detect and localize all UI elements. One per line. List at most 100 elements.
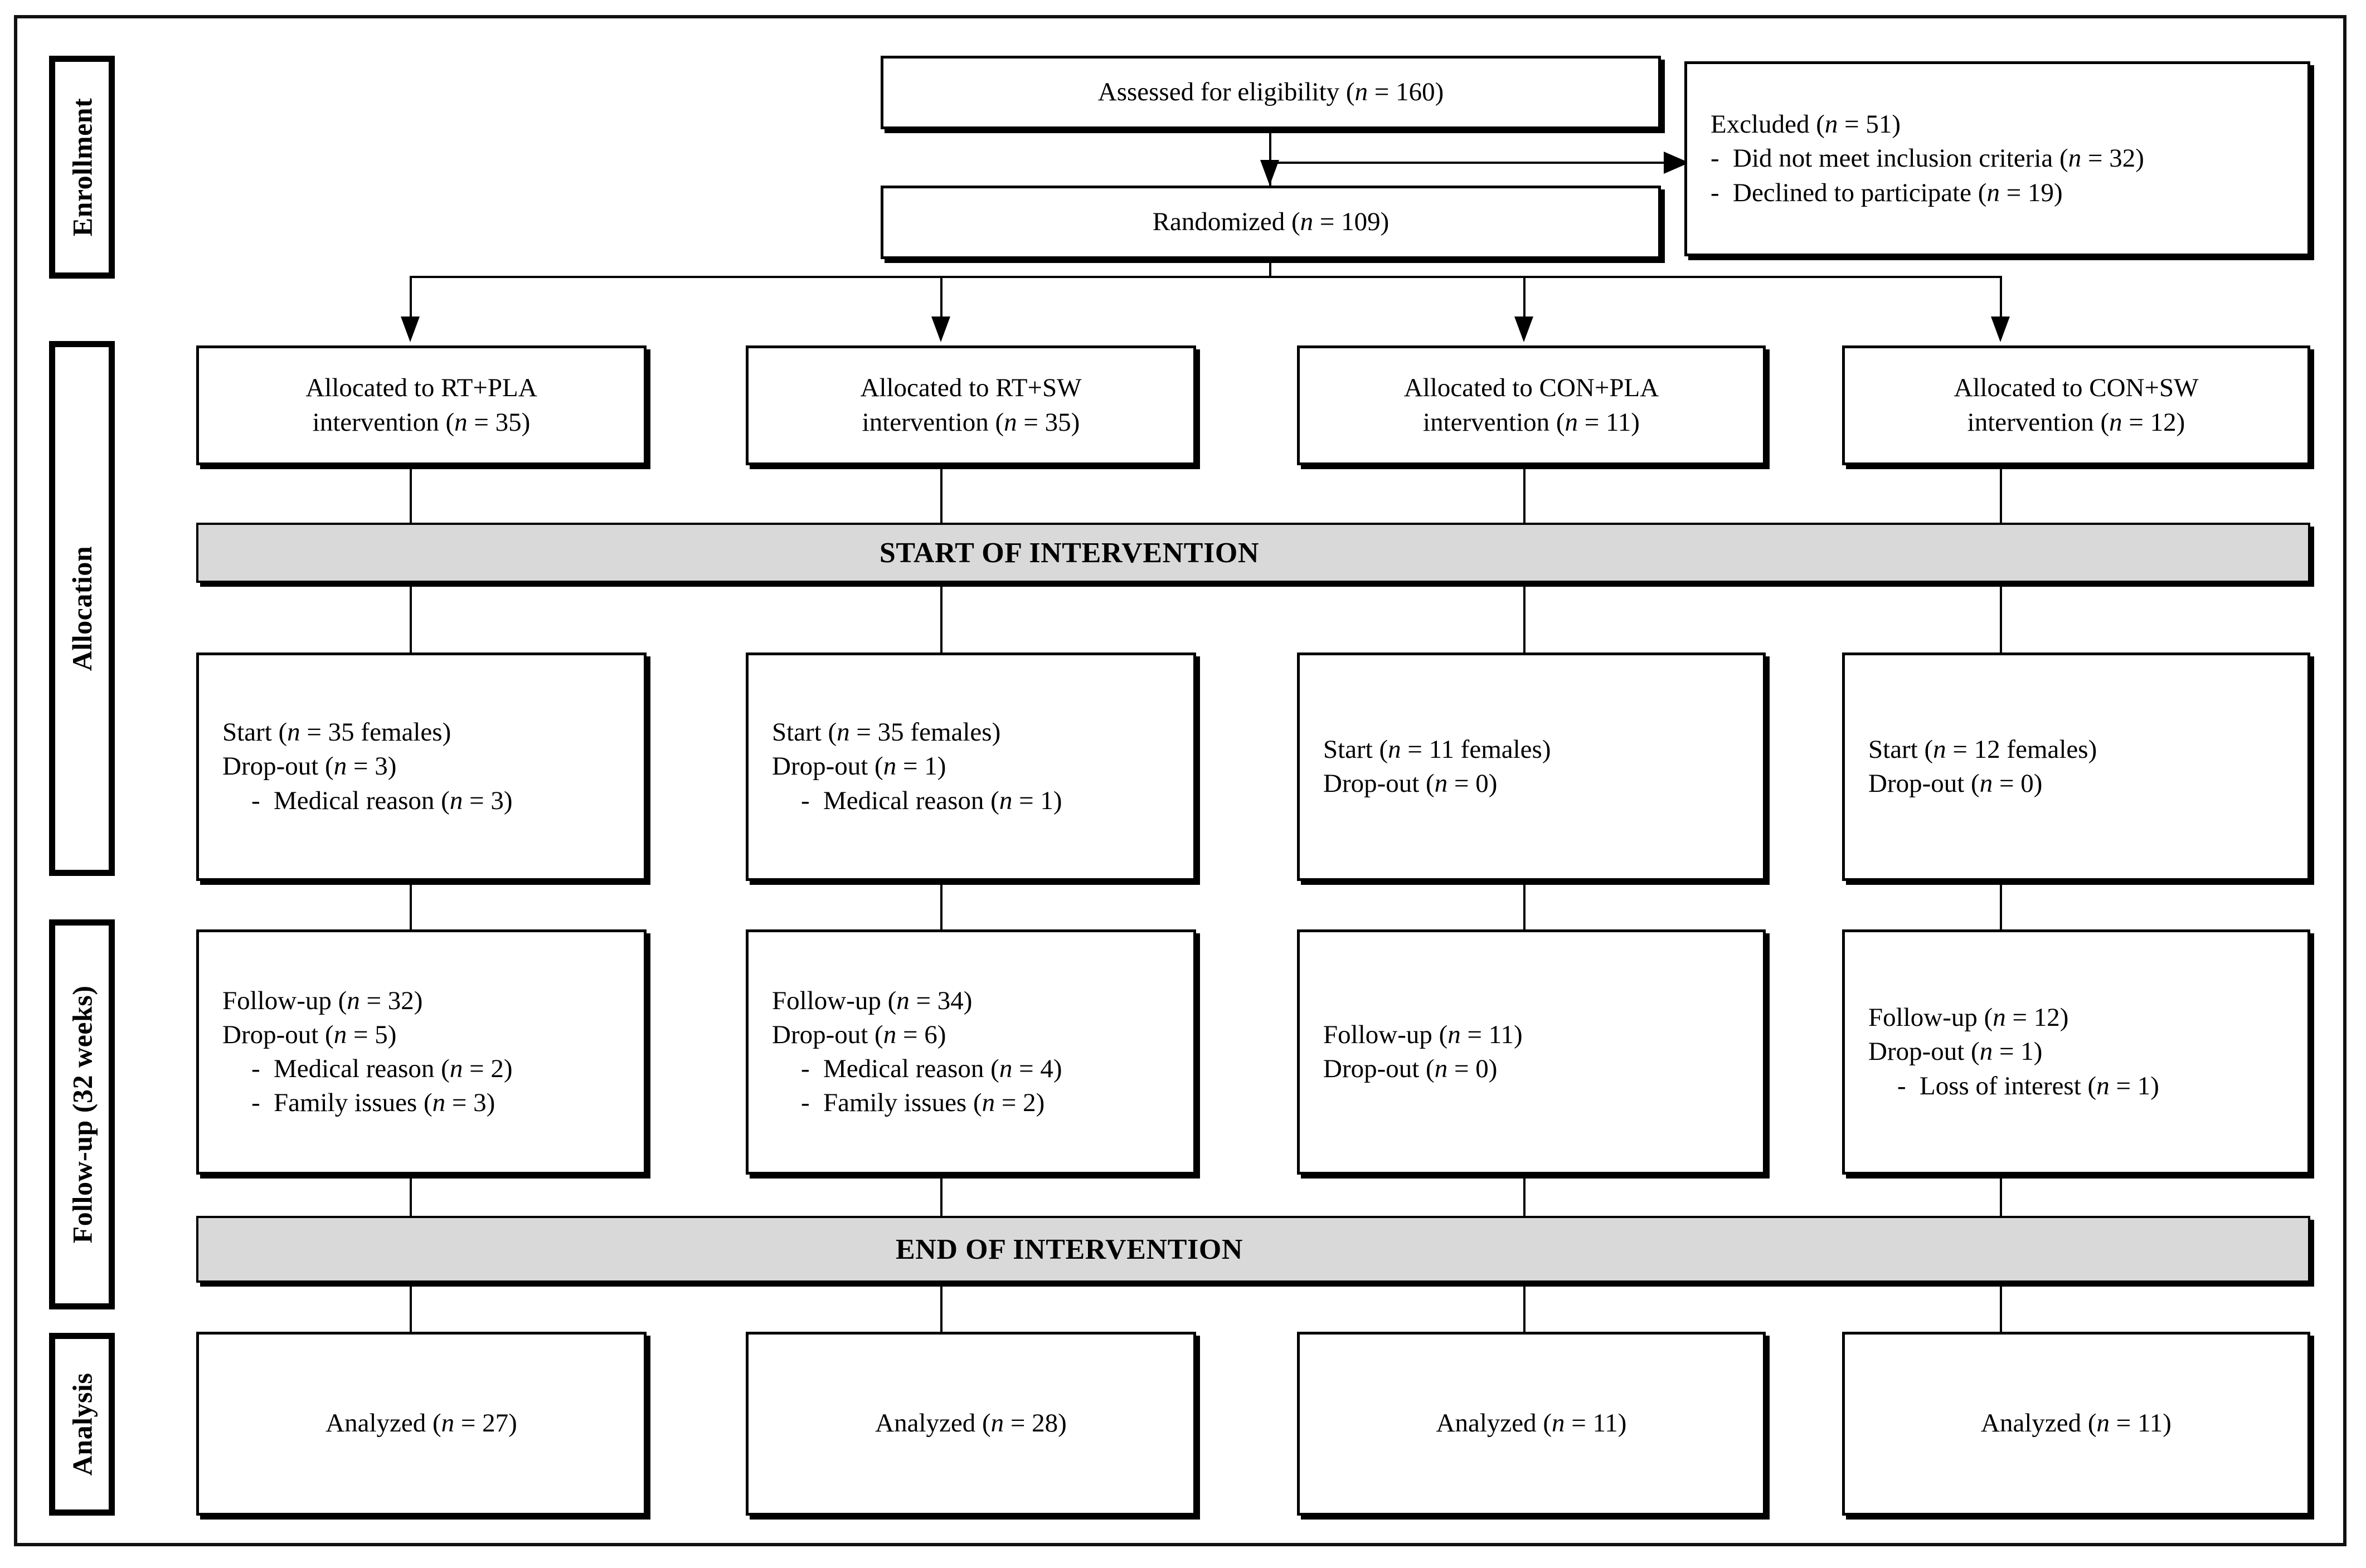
end-of-intervention-text: END OF INTERVENTION — [895, 1233, 1243, 1265]
phase-label-enrollment: Enrollment — [49, 56, 115, 279]
phase-label-analysis-text: Analysis — [66, 1372, 98, 1476]
followup-box-arm-2: Follow-up (n = 34) Drop-out (n = 6) -Med… — [746, 929, 1196, 1175]
start-of-intervention-banner: START OF INTERVENTION — [196, 523, 2310, 583]
start-dropout-arm-3: Drop-out (n = 0) — [1323, 769, 1498, 798]
connector-start-to-followup-arm-1 — [410, 881, 412, 929]
allocated-line-1-arm-1: Allocated to RT+PLA — [305, 373, 537, 403]
analyzed-box-arm-4: Analyzed (n = 11) — [1842, 1332, 2310, 1516]
start-count-arm-2: Start (n = 35 females) — [772, 718, 1001, 747]
followup-count-arm-3: Follow-up (n = 11) — [1323, 1020, 1523, 1049]
followup-count-arm-1: Follow-up (n = 32) — [222, 986, 423, 1015]
start-box-arm-4: Start (n = 12 females) Drop-out (n = 0) — [1842, 652, 2310, 881]
analyzed-box-arm-2: Analyzed (n = 28) — [746, 1332, 1196, 1516]
connector-arm-1-to-start-banner — [410, 465, 412, 524]
connector-allocation-bus — [410, 276, 2001, 278]
randomized-box: Randomized (n = 109) — [881, 186, 1661, 259]
allocated-box-arm-1: Allocated to RT+PLA intervention (n = 35… — [196, 345, 647, 465]
connector-start-banner-to-start-arm-4 — [2000, 583, 2002, 652]
phase-label-followup: Follow-up (32 weeks) — [49, 919, 115, 1309]
start-count-arm-3: Start (n = 11 females) — [1323, 734, 1551, 764]
randomized-text: Randomized (n = 109) — [1152, 207, 1390, 237]
connector-followup-to-end-banner-arm-1 — [410, 1175, 412, 1236]
excluded-reason-1: -Did not meet inclusion criteria (n = 32… — [1711, 144, 2144, 173]
phase-label-enrollment-text: Enrollment — [66, 98, 98, 237]
excluded-box: Excluded (n = 51) -Did not meet inclusio… — [1684, 61, 2310, 256]
start-dropout-arm-2: Drop-out (n = 1) — [772, 752, 946, 781]
excluded-reason-2: -Declined to participate (n = 19) — [1711, 178, 2063, 207]
phase-label-followup-text: Follow-up (32 weeks) — [66, 985, 98, 1244]
connector-end-banner-to-analyzed-arm-4 — [2000, 1283, 2002, 1332]
connector-bus-to-arm-4 — [2000, 276, 2002, 326]
start-dropout-reason-1-arm-2: -Medical reason (n = 1) — [801, 786, 1062, 815]
connector-bus-to-arm-1 — [410, 276, 412, 326]
connector-start-banner-to-start-arm-2 — [940, 583, 942, 652]
arrowhead-assessed-to-randomized — [1260, 160, 1279, 186]
allocated-line-2-arm-1: intervention (n = 35) — [312, 407, 531, 437]
connector-followup-to-end-banner-arm-4 — [2000, 1175, 2002, 1236]
allocated-line-1-arm-4: Allocated to CON+SW — [1954, 373, 2199, 403]
phase-label-allocation-text: Allocation — [66, 546, 98, 671]
connector-end-banner-to-analyzed-arm-3 — [1523, 1283, 1525, 1332]
followup-box-arm-4: Follow-up (n = 12) Drop-out (n = 1) -Los… — [1842, 929, 2310, 1175]
arrowhead-arm-3 — [1514, 316, 1533, 342]
assessed-for-eligibility-box: Assessed for eligibility (n = 160) — [881, 56, 1661, 129]
connector-start-to-followup-arm-3 — [1523, 881, 1525, 929]
connector-arm-4-to-start-banner — [2000, 465, 2002, 524]
followup-dropout-arm-3: Drop-out (n = 0) — [1323, 1054, 1498, 1083]
connector-end-banner-to-analyzed-arm-2 — [940, 1283, 942, 1332]
start-box-arm-2: Start (n = 35 females) Drop-out (n = 1) … — [746, 652, 1196, 881]
connector-bus-to-arm-2 — [940, 276, 942, 326]
followup-dropout-arm-2: Drop-out (n = 6) — [772, 1020, 946, 1049]
assessed-for-eligibility-text: Assessed for eligibility (n = 160) — [1097, 77, 1444, 107]
allocated-box-arm-2: Allocated to RT+SW intervention (n = 35) — [746, 345, 1196, 465]
connector-end-banner-to-analyzed-arm-1 — [410, 1283, 412, 1332]
analyzed-count-arm-1: Analyzed (n = 27) — [325, 1409, 517, 1438]
end-of-intervention-banner: END OF INTERVENTION — [196, 1216, 2310, 1283]
analyzed-box-arm-1: Analyzed (n = 27) — [196, 1332, 647, 1516]
arrowhead-arm-4 — [1991, 316, 2010, 342]
followup-dropout-reason-1-arm-1: -Medical reason (n = 2) — [251, 1054, 513, 1083]
connector-start-banner-to-start-arm-3 — [1523, 583, 1525, 652]
connector-start-to-followup-arm-2 — [940, 881, 942, 929]
start-count-arm-4: Start (n = 12 females) — [1868, 734, 2097, 764]
allocated-line-2-arm-3: intervention (n = 11) — [1423, 407, 1640, 437]
start-box-arm-1: Start (n = 35 females) Drop-out (n = 3) … — [196, 652, 647, 881]
connector-followup-to-end-banner-arm-2 — [940, 1175, 942, 1236]
arrowhead-arm-1 — [401, 316, 420, 342]
diagram-outer-frame — [14, 15, 2346, 1546]
followup-dropout-reason-1-arm-2: -Medical reason (n = 4) — [801, 1054, 1062, 1083]
analyzed-count-arm-3: Analyzed (n = 11) — [1436, 1409, 1627, 1438]
start-of-intervention-text: START OF INTERVENTION — [879, 537, 1260, 569]
connector-start-to-followup-arm-4 — [2000, 881, 2002, 929]
excluded-title: Excluded (n = 51) — [1711, 110, 1901, 139]
connector-followup-to-end-banner-arm-3 — [1523, 1175, 1525, 1236]
connector-bus-to-arm-3 — [1523, 276, 1525, 326]
followup-dropout-reason-1-arm-4: -Loss of interest (n = 1) — [1897, 1071, 2159, 1100]
connector-assessed-to-excluded — [1269, 162, 1689, 164]
start-dropout-reason-1-arm-1: -Medical reason (n = 3) — [251, 786, 513, 815]
start-box-arm-3: Start (n = 11 females) Drop-out (n = 0) — [1297, 652, 1766, 881]
arrowhead-arm-2 — [931, 316, 950, 342]
allocated-box-arm-3: Allocated to CON+PLA intervention (n = 1… — [1297, 345, 1766, 465]
start-dropout-arm-1: Drop-out (n = 3) — [222, 752, 397, 781]
connector-arm-2-to-start-banner — [940, 465, 942, 524]
followup-dropout-arm-1: Drop-out (n = 5) — [222, 1020, 397, 1049]
connector-arm-3-to-start-banner — [1523, 465, 1525, 524]
followup-dropout-reason-2-arm-2: -Family issues (n = 2) — [801, 1088, 1045, 1118]
followup-box-arm-1: Follow-up (n = 32) Drop-out (n = 5) -Med… — [196, 929, 647, 1175]
phase-label-analysis: Analysis — [49, 1333, 115, 1516]
followup-dropout-reason-2-arm-1: -Family issues (n = 3) — [251, 1088, 495, 1118]
allocated-line-2-arm-2: intervention (n = 35) — [862, 407, 1080, 437]
phase-label-allocation: Allocation — [49, 341, 115, 876]
followup-dropout-arm-4: Drop-out (n = 1) — [1868, 1037, 2043, 1067]
connector-randomized-stem — [1269, 259, 1271, 277]
allocated-line-1-arm-2: Allocated to RT+SW — [860, 373, 1082, 403]
analyzed-count-arm-4: Analyzed (n = 11) — [1981, 1409, 2171, 1438]
allocated-line-2-arm-4: intervention (n = 12) — [1967, 407, 2185, 437]
followup-count-arm-4: Follow-up (n = 12) — [1868, 1003, 2069, 1033]
analyzed-count-arm-2: Analyzed (n = 28) — [875, 1409, 1067, 1438]
followup-box-arm-3: Follow-up (n = 11) Drop-out (n = 0) — [1297, 929, 1766, 1175]
allocated-line-1-arm-3: Allocated to CON+PLA — [1403, 373, 1659, 403]
followup-count-arm-2: Follow-up (n = 34) — [772, 986, 973, 1015]
